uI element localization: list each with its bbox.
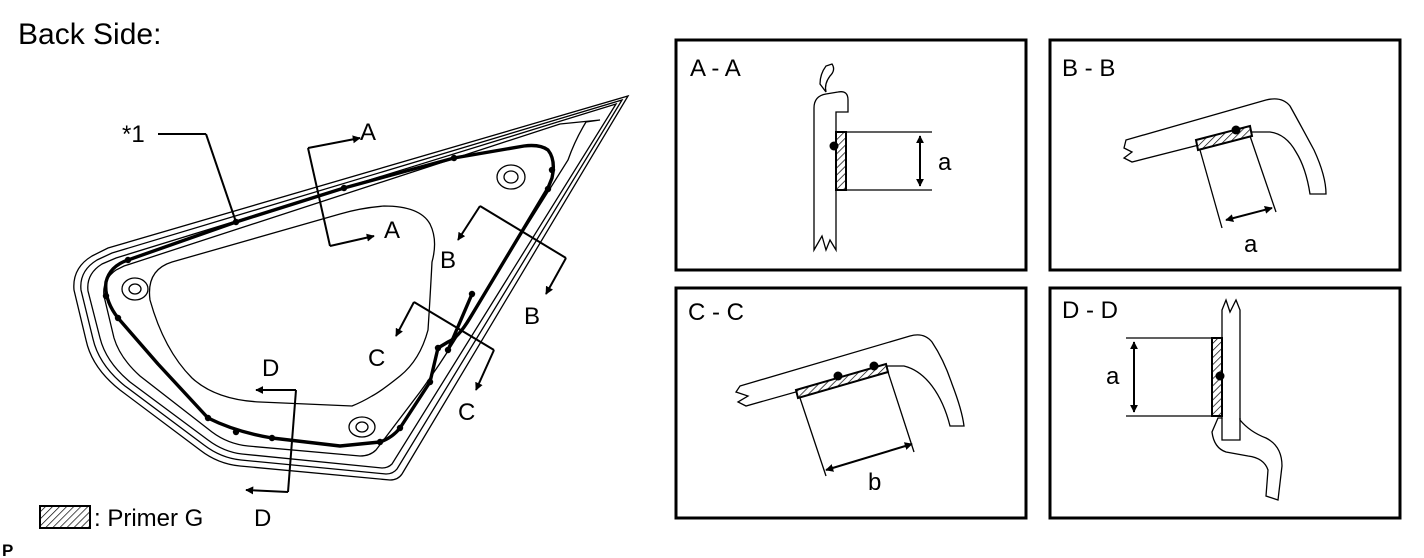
bb-glass-profile	[1122, 98, 1327, 195]
section-label-a-top: A	[360, 119, 376, 146]
aa-primer-area	[835, 131, 847, 191]
section-title-cc: C - C	[688, 299, 744, 326]
glass-clear-opening	[148, 205, 436, 407]
diagram-title: Back Side:	[18, 18, 161, 51]
section-label-b-top: B	[440, 247, 456, 274]
primer-swatch	[39, 505, 91, 529]
section-label-d-bottom: D	[254, 505, 271, 532]
section-line-c: C C	[368, 301, 495, 426]
glass-outline-3	[87, 102, 618, 469]
dd-dimension-label: a	[1106, 363, 1120, 390]
section-line-d: D D	[245, 355, 297, 532]
glass-outline-outer	[73, 94, 630, 481]
footer-mark: P	[2, 541, 13, 558]
bead-dots	[102, 154, 556, 446]
aa-dimension-label: a	[938, 149, 952, 176]
section-title-dd: D - D	[1062, 297, 1118, 324]
cc-glass-profile	[734, 334, 965, 427]
legend: : Primer G	[39, 505, 203, 532]
section-panel-cc: C - C b	[674, 286, 1028, 520]
bb-dimension-label: a	[1244, 231, 1258, 258]
section-line-b: B B	[440, 205, 567, 330]
adhesive-bead-spur	[446, 292, 474, 352]
section-panel-aa: A - A a	[674, 38, 1028, 272]
cc-dimension-label: b	[868, 469, 881, 496]
section-title-aa: A - A	[690, 55, 741, 82]
callout-leader	[205, 133, 237, 223]
dd-glass-profile	[1211, 298, 1283, 501]
section-line-a: A A	[307, 119, 400, 247]
glass-outline-2	[80, 98, 624, 475]
section-label-c-bottom: C	[458, 399, 475, 426]
legend-text: : Primer G	[94, 505, 203, 532]
bb-primer-area	[1194, 124, 1254, 152]
section-title-bb: B - B	[1062, 55, 1115, 82]
section-label-d-top: D	[262, 355, 279, 382]
quarter-glass-back-view: *1 A A B B C C D	[73, 94, 630, 532]
part-callout: *1	[122, 121, 145, 148]
section-label-b-bottom: B	[524, 303, 540, 330]
section-panel-bb: B - B a	[1048, 38, 1402, 272]
section-panel-dd: D - D a	[1048, 286, 1402, 520]
section-label-c-top: C	[368, 345, 385, 372]
clip-bosses	[121, 164, 526, 438]
section-label-a-bottom: A	[384, 217, 400, 244]
